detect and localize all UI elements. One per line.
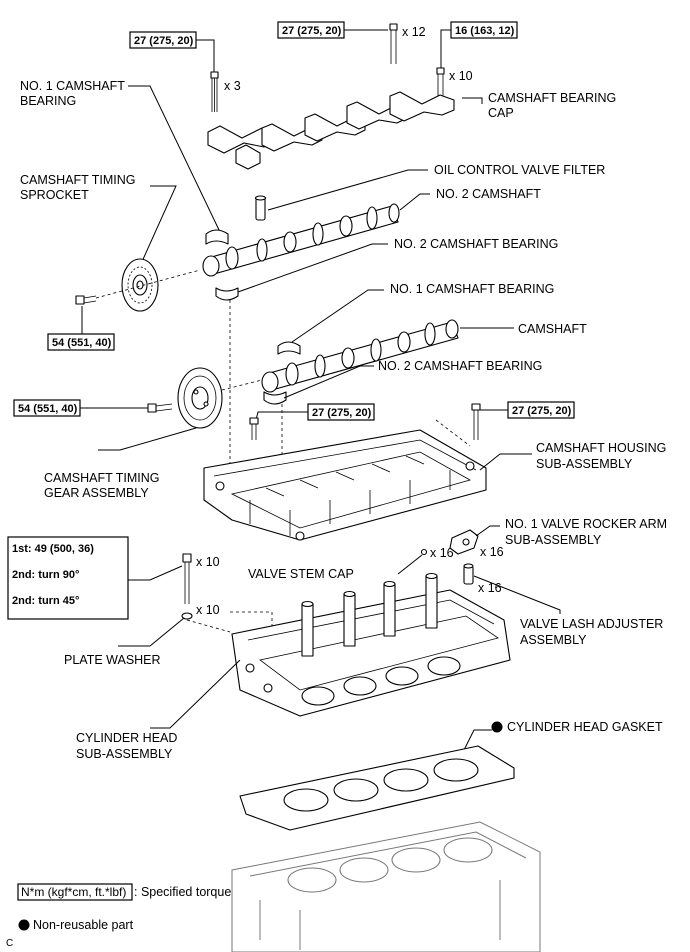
qty-cap-bolt-center: x 12: [402, 25, 426, 39]
leader-torque-left: [196, 39, 215, 72]
label-no1-bearing-top-2: BEARING: [20, 94, 76, 108]
label-no1-bearing-top-1: NO. 1 CAMSHAFT: [20, 79, 125, 93]
legend-torque-box: [17, 883, 133, 901]
leader-lash-adjuster: [473, 575, 561, 614]
label-stem-cap: VALVE STEM CAP: [248, 567, 354, 581]
leader-cylinder-head: [150, 659, 241, 729]
leader-stem-cap: [397, 554, 423, 575]
qty-cap-bolt-right: x 10: [449, 69, 473, 83]
plate-washer-icon: [181, 612, 193, 620]
label-rocker-2: SUB-ASSEMBLY: [505, 533, 602, 547]
label-lash-1: VALVE LASH ADJUSTER: [520, 617, 663, 631]
label-no1-bearing-b: NO. 1 CAMSHAFT BEARING: [390, 282, 554, 296]
qty-lash-adjuster: x 16: [478, 581, 502, 595]
camshaft-icon: [261, 319, 459, 393]
camshaft-housing-icon: [203, 429, 487, 541]
torque-box-sprocket-bolt: [47, 333, 115, 351]
label-housing-1: CAMSHAFT HOUSING: [536, 441, 666, 455]
no1-camshaft-bearing-b-icon: [277, 341, 301, 355]
label-timing-sprocket-1: CAMSHAFT TIMING: [20, 173, 136, 187]
label-timing-gear-1: CAMSHAFT TIMING: [44, 471, 160, 485]
label-cyl-head-1: CYLINDER HEAD: [76, 731, 177, 745]
leader-torque-right: [440, 29, 451, 70]
torque-head-2nd-b: 2nd: turn 45°: [12, 595, 79, 607]
legend-torque-unit: N*m (kgf*cm, ft.*lbf): [21, 885, 126, 899]
leader-no2-bearing-b: [283, 365, 374, 399]
housing-bolt-icon-right: [471, 403, 481, 440]
non-reusable-marker-gasket-icon: [491, 721, 503, 733]
non-reusable-legend-icon: [18, 919, 30, 931]
leader-no2-camshaft: [399, 193, 430, 211]
valve-lash-adjuster-icon: [463, 563, 474, 585]
label-gasket: CYLINDER HEAD GASKET: [507, 720, 663, 734]
leader-housing: [479, 453, 532, 471]
housing-bolt-icon-left: [249, 417, 259, 440]
torque-text-housing-bolt-left: 27 (275, 20): [312, 407, 372, 419]
leader-no2-bearing-a: [237, 243, 388, 293]
no2-camshaft-bearing-a-icon: [215, 287, 239, 301]
label-rocker-1: NO. 1 VALVE ROCKER ARM: [505, 517, 667, 531]
torque-text-cap-bolt-left: 27 (275, 20): [134, 35, 194, 47]
label-bearing-cap-1: CAMSHAFT BEARING: [488, 91, 616, 105]
label-no2-bearing-b: NO. 2 CAMSHAFT BEARING: [378, 359, 542, 373]
torque-text-cap-bolt-center: 27 (275, 20): [282, 25, 342, 37]
label-timing-sprocket-2: SPROCKET: [20, 188, 89, 202]
torque-text-housing-bolt-right: 27 (275, 20): [512, 405, 572, 417]
torque-text-sprocket-bolt: 54 (551, 40): [52, 337, 112, 349]
torque-text-gear-bolt: 54 (551, 40): [18, 403, 78, 415]
leader-bearing-cap: [462, 97, 483, 104]
camshaft-bearing-caps: [207, 91, 455, 170]
bearing-cap-bolt-icon: [210, 71, 219, 112]
camshaft-timing-gear-assembly-icon: [177, 367, 223, 429]
qty-cap-bolt-left: x 3: [224, 79, 241, 93]
label-no2-camshaft: NO. 2 CAMSHAFT: [436, 187, 541, 201]
sprocket-bolt-icon: [75, 295, 97, 305]
oil-control-valve-filter-icon: [254, 195, 267, 221]
torque-box-head-bolt: [7, 536, 129, 620]
engine-block-icon: [231, 821, 541, 952]
label-housing-2: SUB-ASSEMBLY: [536, 457, 633, 471]
no1-camshaft-bearing-top-icon: [205, 229, 229, 245]
camshaft-timing-sprocket-icon: [121, 258, 159, 312]
no2-camshaft-icon: [202, 203, 400, 277]
torque-head-2nd-a: 2nd: turn 90°: [12, 569, 79, 581]
legend-torque-desc: : Specified torque: [134, 885, 231, 899]
label-cyl-head-2: SUB-ASSEMBLY: [76, 747, 173, 761]
label-camshaft: CAMSHAFT: [518, 322, 587, 336]
label-timing-gear-2: GEAR ASSEMBLY: [44, 486, 149, 500]
leader-timing-gear: [98, 427, 197, 451]
leader-no1-bearing-b: [291, 289, 384, 343]
label-no2-bearing-a: NO. 2 CAMSHAFT BEARING: [394, 237, 558, 251]
leader-ocv-filter: [267, 169, 428, 211]
torque-head-1st: 1st: 49 (500, 36): [12, 543, 94, 555]
qty-stem-cap: x 16: [430, 546, 454, 560]
leader-housing-bolt-left: [255, 411, 308, 421]
torque-text-cap-bolt-right: 16 (163, 12): [455, 25, 515, 37]
bearing-cap-bolt-icon-center: [389, 23, 398, 64]
valve-rocker-arm-icon: [449, 529, 479, 555]
label-ocv-filter: OIL CONTROL VALVE FILTER: [434, 163, 605, 177]
gear-bolt-icon: [147, 403, 173, 413]
leader-no1-bearing-top: [128, 85, 221, 233]
leader-plate-washer: [118, 617, 185, 647]
label-bearing-cap-2: CAP: [488, 106, 514, 120]
label-lash-2: ASSEMBLY: [520, 633, 587, 647]
qty-rocker-arm: x 16: [480, 545, 504, 559]
leader-head-bolt: [128, 565, 183, 581]
cylinder-head-bolt-icon: [182, 553, 192, 604]
figure-code: C: [6, 938, 13, 949]
leader-timing-sprocket: [139, 185, 177, 267]
qty-head-bolt: x 10: [196, 555, 220, 569]
qty-plate-washer: x 10: [196, 603, 220, 617]
legend-non-reusable: Non-reusable part: [33, 918, 134, 932]
leader-rocker-arm: [475, 525, 500, 537]
no2-camshaft-bearing-b-icon: [263, 391, 287, 405]
cylinder-head-icon: [231, 572, 511, 717]
cylinder-head-gasket-icon: [239, 745, 515, 831]
valve-stem-cap-icon: [420, 548, 428, 556]
label-plate-washer: PLATE WASHER: [64, 653, 161, 667]
